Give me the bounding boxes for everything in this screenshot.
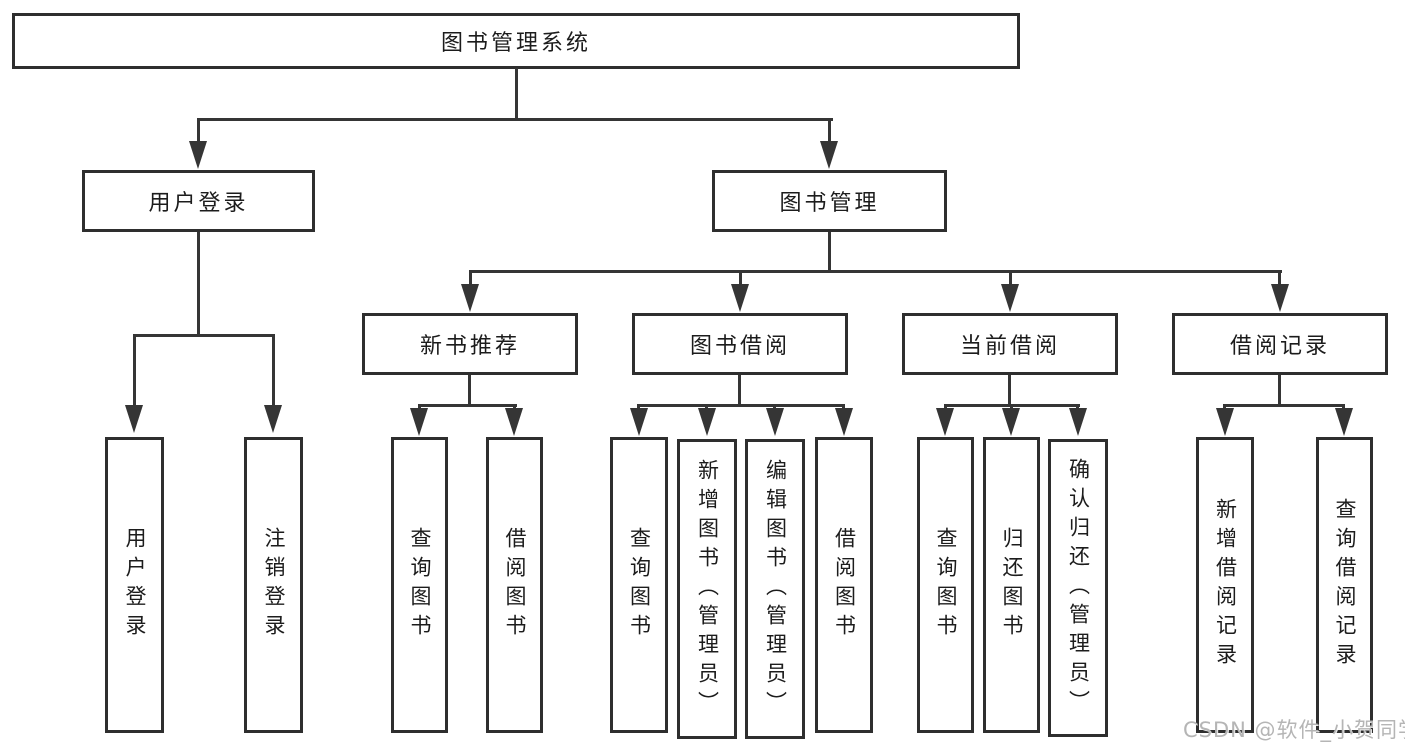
node-add-books-admin: 新增图书（管理员） <box>677 439 737 739</box>
node-borrow-books: 借阅图书 <box>486 437 543 733</box>
arrowhead-icon <box>1335 408 1353 436</box>
arrowhead-icon <box>1001 284 1019 312</box>
node-query-books: 查询图书 <box>610 437 668 733</box>
connector-line <box>469 270 1282 273</box>
node-current-borrowing: 当前借阅 <box>902 313 1118 375</box>
connector-line <box>133 334 136 406</box>
connector-line <box>133 334 275 337</box>
arrowhead-icon <box>125 405 143 433</box>
connector-line <box>1278 375 1281 407</box>
arrowhead-icon <box>461 284 479 312</box>
node-borrow-books: 借阅图书 <box>815 437 873 733</box>
node-query-books: 查询图书 <box>391 437 448 733</box>
arrowhead-icon <box>731 284 749 312</box>
arrowhead-icon <box>698 408 716 436</box>
connector-line <box>1009 270 1012 286</box>
node-book-management: 图书管理 <box>712 170 947 232</box>
arrowhead-icon <box>835 408 853 436</box>
arrowhead-icon <box>1271 284 1289 312</box>
connector-line <box>828 232 831 273</box>
node-user-login-leaf: 用户登录 <box>105 437 164 733</box>
node-query-borrow-record: 查询借阅记录 <box>1316 437 1373 733</box>
connector-line <box>1008 375 1011 407</box>
arrowhead-icon <box>189 141 207 169</box>
arrowhead-icon <box>410 408 428 436</box>
connector-line <box>637 404 845 407</box>
connector-line <box>515 68 518 121</box>
node-book-borrowing: 图书借阅 <box>632 313 848 375</box>
node-return-books: 归还图书 <box>983 437 1040 733</box>
connector-line <box>197 118 833 121</box>
node-new-book-recommendation: 新书推荐 <box>362 313 578 375</box>
csdn-watermark: CSDN @软件_小贺同学 <box>1183 718 1405 742</box>
arrowhead-icon <box>1069 408 1087 436</box>
connector-line <box>828 118 831 144</box>
node-query-books: 查询图书 <box>917 437 974 733</box>
node-borrowing-records: 借阅记录 <box>1172 313 1388 375</box>
arrowhead-icon <box>505 408 523 436</box>
arrowhead-icon <box>1216 408 1234 436</box>
connector-line <box>738 375 741 407</box>
connector-line <box>1278 270 1281 286</box>
arrowhead-icon <box>630 408 648 436</box>
connector-line <box>739 270 742 286</box>
arrowhead-icon <box>264 405 282 433</box>
arrowhead-icon <box>1002 408 1020 436</box>
connector-line <box>469 270 472 286</box>
connector-line <box>272 334 275 406</box>
node-edit-books-admin: 编辑图书（管理员） <box>745 439 805 739</box>
connector-line <box>1223 404 1345 407</box>
node-logout: 注销登录 <box>244 437 303 733</box>
node-user-login: 用户登录 <box>82 170 315 232</box>
connector-line <box>197 232 200 337</box>
arrowhead-icon <box>820 141 838 169</box>
node-confirm-return-admin: 确认归还（管理员） <box>1048 439 1108 737</box>
node-book-management-system: 图书管理系统 <box>12 13 1020 69</box>
connector-line <box>197 118 200 144</box>
connector-line <box>418 404 517 407</box>
node-add-borrow-record: 新增借阅记录 <box>1196 437 1254 733</box>
arrowhead-icon <box>936 408 954 436</box>
connector-line <box>468 375 471 407</box>
arrowhead-icon <box>766 408 784 436</box>
